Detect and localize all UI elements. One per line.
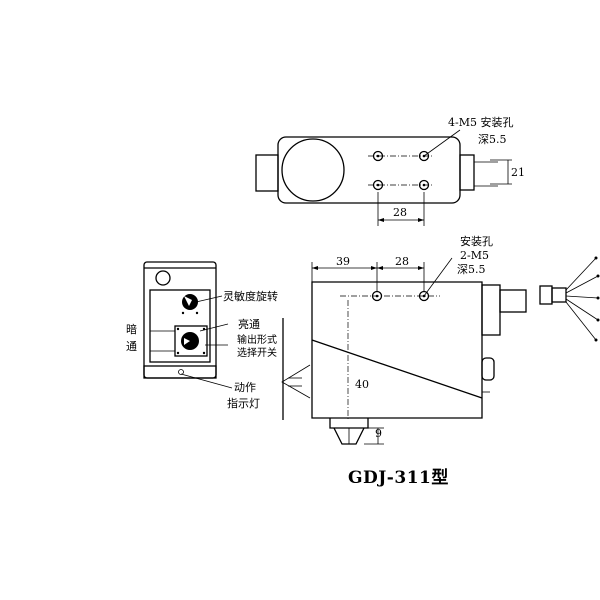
top-lens-circle [281,138,345,202]
sensitivity-label: 灵敏度旋转 [223,289,278,303]
cable-end [539,256,600,342]
side-depth-label: 深5.5 [457,263,486,276]
side-dim-lens: 9 [375,427,382,440]
top-dim-width: 28 [393,206,407,219]
front-view: 灵敏度旋转 亮通 暗 通 输出形式 选择开关 动作 指示灯 [126,261,278,410]
side-slope-line [311,339,483,399]
output-mode-label-1: 输出形式 [237,333,277,346]
side-view: 9 40 39 28 安装孔 2-M5 深5.5 [281,234,527,445]
action-label-2: 指示灯 [227,396,260,410]
side-hole-label-1: 安装孔 [460,234,493,248]
side-dim-height: 40 [355,378,369,391]
dark-on-label-1: 暗 [126,322,137,336]
output-mode-label-2: 选择开关 [237,346,277,359]
top-mounting-holes [372,150,430,191]
dark-on-label-2: 通 [126,340,137,353]
side-hole-label-2: 2-M5 [460,249,489,262]
action-led [178,369,184,375]
top-hole-label: 4-M5 安装孔 [448,115,513,129]
side-body-outline [311,281,483,419]
top-dim-height: 21 [511,166,525,179]
front-body-outline [143,261,217,379]
top-depth-label: 深5.5 [478,133,507,146]
cable-sleeve [539,285,553,305]
top-view: 21 28 4-M5 安装孔 深5.5 [255,115,525,226]
side-dim-a: 39 [336,255,350,268]
light-on-label: 亮通 [238,317,260,331]
front-panel [149,289,211,363]
top-body-outline [277,136,461,204]
side-dim-b: 28 [395,255,409,268]
side-connector-block [481,284,501,336]
output-switch-frame [174,325,208,357]
top-left-block [255,154,279,192]
side-lens-housing [329,418,369,429]
top-right-boss [459,154,475,191]
model-label: GDJ-311型 [348,467,449,488]
action-label-1: 动作 [234,381,256,394]
side-cable-gland [499,289,527,313]
front-indicator-hole [155,270,171,286]
side-emitter-cone [281,364,311,399]
